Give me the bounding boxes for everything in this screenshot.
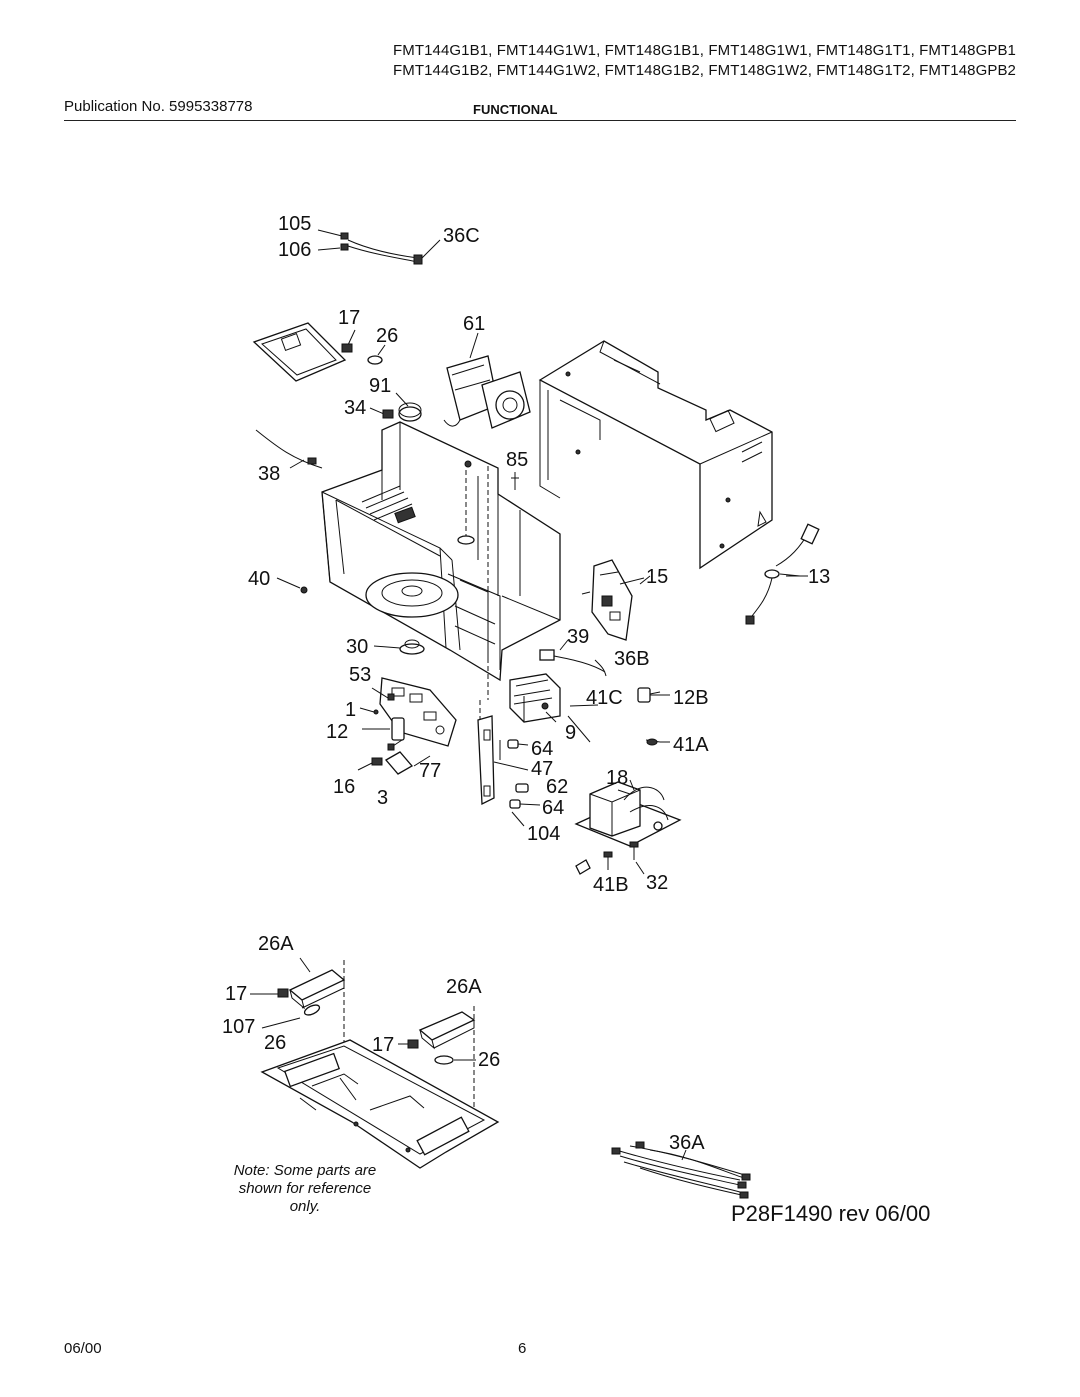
magnetron-9-drawing (509, 673, 561, 723)
callout-12B: 12B (673, 687, 709, 709)
wire-38-drawing (255, 429, 323, 469)
callout-13: 13 (808, 566, 831, 588)
footer-date: 06/00 (64, 1340, 102, 1357)
callout-17: 17 (338, 307, 361, 329)
oven-cavity-chassis-drawing (321, 421, 561, 760)
callout-39: 39 (567, 626, 590, 648)
note-line-3: only. (289, 1198, 321, 1215)
callout-1: 1 (345, 699, 357, 721)
note-line-1: Note: Some parts are (233, 1162, 377, 1179)
callout-47: 47 (531, 758, 554, 780)
transformer-18-drawing (574, 779, 682, 847)
roller-guide-30-drawing (373, 639, 425, 655)
callout-30: 30 (346, 636, 369, 658)
bottom-plate-107-drawing (260, 1039, 500, 1169)
callout-105: 105 (278, 213, 312, 235)
callout-41A: 41A (673, 734, 709, 756)
callout-17-lower-left: 17 (225, 983, 248, 1005)
screws-41B-32-drawing (575, 841, 645, 875)
callout-18: 18 (606, 767, 629, 789)
reference-note: Note: Some parts are shown for reference… (205, 1162, 405, 1216)
callout-12: 12 (326, 721, 349, 743)
lamp-socket-17-26-drawing (341, 329, 386, 365)
callout-36C: 36C (443, 225, 480, 247)
lamp-housing-26A-left-drawing (250, 957, 346, 1080)
note-line-2: shown for reference (238, 1180, 372, 1197)
callout-26-lower-right: 26 (478, 1049, 501, 1071)
callout-3: 3 (377, 787, 389, 809)
callout-77: 77 (419, 760, 442, 782)
callout-26A-left: 26A (258, 933, 294, 955)
publication-number: Publication No. 5995338778 (64, 98, 253, 115)
control-panel-53-drawing (359, 677, 457, 747)
callout-34: 34 (344, 397, 367, 419)
page-number: 6 (518, 1340, 527, 1357)
model-list-line-1: FMT144G1B1, FMT144G1W1, FMT148G1B1, FMT1… (392, 42, 1016, 59)
model-list-line-2: FMT144G1B2, FMT144G1W2, FMT148G1B2, FMT1… (392, 62, 1016, 79)
callout-32: 32 (646, 872, 669, 894)
callout-17-lower-right: 17 (372, 1034, 395, 1056)
callout-36A: 36A (669, 1132, 705, 1154)
callout-9: 9 (565, 722, 577, 744)
header-rule (64, 120, 1016, 121)
hinge-plate-drawing (252, 322, 347, 382)
harness-105-106-drawing (317, 229, 441, 265)
callout-91: 91 (369, 375, 392, 397)
diode-39-36B-drawing (539, 639, 607, 677)
section-title: FUNCTIONAL (473, 102, 558, 117)
callout-85: 85 (506, 449, 529, 471)
callout-107: 107 (222, 1016, 256, 1038)
callout-106: 106 (278, 239, 312, 261)
lamp-housing-26A-right-drawing (398, 1006, 476, 1130)
switches-12-77-16-3-drawing (357, 717, 431, 775)
power-cord-13-drawing (745, 523, 820, 625)
callout-64-lower: 64 (542, 797, 565, 819)
callout-38: 38 (258, 463, 281, 485)
wire-harness-36A-drawing (611, 1141, 751, 1199)
callout-64-upper: 64 (531, 738, 554, 760)
callout-40: 40 (248, 568, 271, 590)
fan-motor-61-drawing (443, 332, 531, 429)
callout-16: 16 (333, 776, 356, 798)
callout-15: 15 (646, 566, 669, 588)
door-interlock-47-drawing (477, 715, 541, 827)
leader-lines (567, 575, 808, 795)
foot-40-drawing (276, 577, 308, 594)
callout-61: 61 (463, 313, 486, 335)
callout-26A-right: 26A (446, 976, 482, 998)
callout-26-lower-left: 26 (264, 1032, 287, 1054)
callout-41B: 41B (593, 874, 629, 896)
callout-62: 62 (546, 776, 569, 798)
small-parts-12B-41A-drawing (637, 687, 670, 746)
thermal-cutout-91-34-drawing (369, 392, 422, 422)
revision-code: P28F1490 rev 06/00 (731, 1201, 931, 1226)
callout-41C: 41C (586, 687, 623, 709)
callout-36B: 36B (614, 648, 650, 670)
screw-85-drawing (511, 472, 519, 490)
control-board-15-drawing (581, 559, 645, 641)
outer-cabinet-wrapper-drawing (538, 340, 773, 570)
callout-104: 104 (527, 823, 561, 845)
callout-26: 26 (376, 325, 399, 347)
callout-53: 53 (349, 664, 372, 686)
